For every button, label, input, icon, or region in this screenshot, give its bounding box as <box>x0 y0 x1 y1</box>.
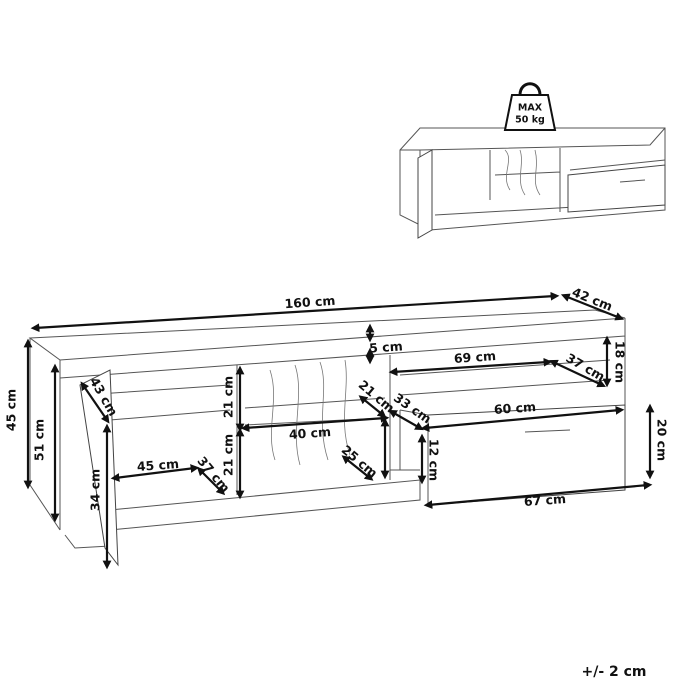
dim-drawer-inner-width: 60 cm <box>493 399 536 417</box>
dim-drawer-inner-height: 12 cm <box>427 439 442 481</box>
dim-top-thickness: 5 cm <box>369 338 403 355</box>
tolerance-note: +/- 2 cm <box>581 664 646 680</box>
dim-drawer-depth: 33 cm <box>391 390 434 426</box>
dim-right-shelf-height: 18 cm <box>613 341 628 383</box>
dimension-lines <box>23 291 655 570</box>
dim-drawer-front-height: 20 cm <box>655 419 670 461</box>
dim-right-shelf-depth: 37 cm <box>563 350 607 384</box>
dim-middle-lower-depth: 25 cm <box>339 442 381 481</box>
dim-height-total: 45 cm <box>4 389 19 431</box>
dim-depth: 42 cm <box>570 284 615 314</box>
dim-middle-upper-height: 21 cm <box>221 376 236 418</box>
weight-icon <box>503 82 557 131</box>
dim-left-width: 45 cm <box>136 456 179 474</box>
dim-door-height: 34 cm <box>88 469 103 511</box>
thumbnail-view <box>399 127 666 239</box>
dim-width: 160 cm <box>284 293 336 312</box>
dim-drawer-front-width: 67 cm <box>523 491 566 509</box>
weight-max-label: MAX <box>518 103 543 114</box>
dim-right-shelf-width: 69 cm <box>453 348 496 366</box>
dim-height-inner: 51 cm <box>32 419 47 461</box>
dim-middle-width: 40 cm <box>288 424 331 442</box>
weight-value-label: 50 kg <box>515 115 545 126</box>
dim-middle-lower-height: 21 cm <box>221 434 236 476</box>
